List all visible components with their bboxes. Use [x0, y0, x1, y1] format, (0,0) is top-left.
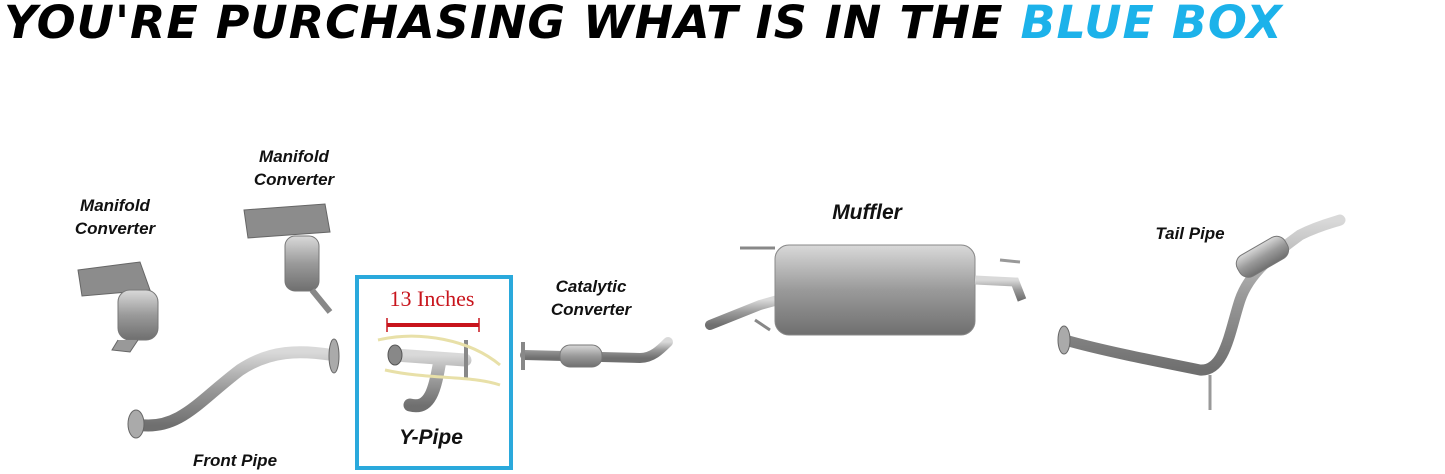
label-muffler: Muffler — [832, 201, 902, 224]
headline-highlight: BLUE BOX — [1020, 0, 1283, 49]
headline: YOU'RE PURCHASING WHAT IS IN THE BLUE BO… — [4, 0, 1283, 49]
manifold-converter-right-image — [243, 203, 333, 314]
manifold-converter-left-image — [77, 261, 159, 353]
label-front-pipe: Front Pipe — [192, 451, 278, 470]
y-pipe-measurement-label: 13 Inches — [389, 286, 475, 311]
measurement-bar — [386, 318, 480, 332]
label-y-pipe: Y-Pipe — [399, 426, 463, 449]
catalytic-converter-image — [520, 337, 673, 370]
label-tail-pipe: Tail Pipe — [1155, 224, 1225, 243]
tail-pipe-image — [1057, 214, 1346, 410]
front-pipe-image — [127, 338, 340, 439]
muffler-image — [705, 244, 1027, 336]
purchased-item-highlight-box — [355, 275, 513, 470]
y-pipe-image — [377, 334, 501, 413]
headline-text: YOU'RE PURCHASING WHAT IS IN THE — [4, 0, 1004, 49]
